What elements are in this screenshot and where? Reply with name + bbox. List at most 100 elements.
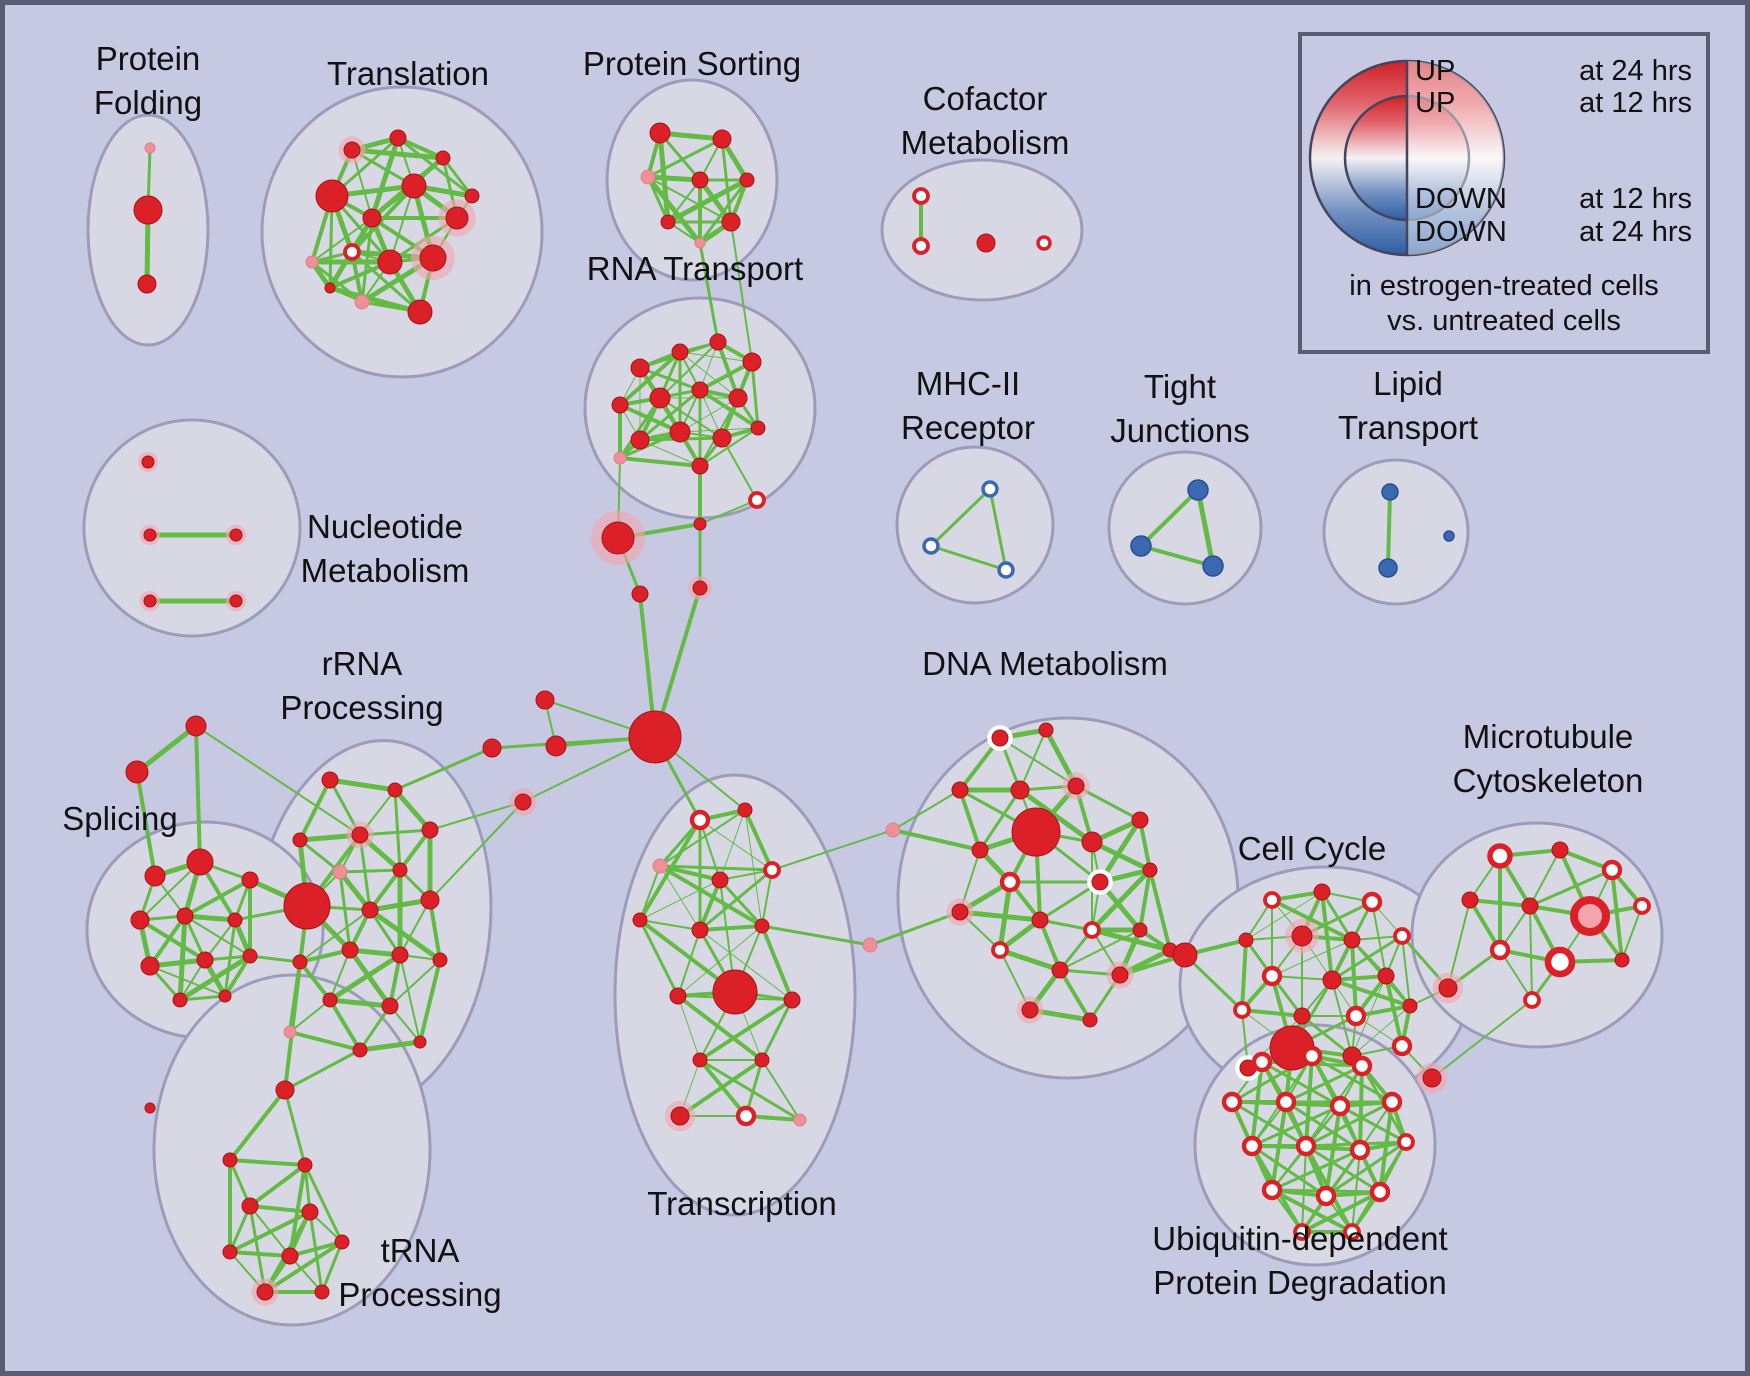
network-node-r (297, 1157, 313, 1173)
network-edge (418, 958, 442, 1044)
network-edge (638, 918, 680, 998)
network-edge (195, 725, 361, 836)
network-node-rw (763, 861, 781, 879)
network-node-r (1461, 891, 1479, 909)
network-edge (1358, 1064, 1364, 1152)
network-edge (184, 915, 251, 957)
network-node-r (712, 969, 758, 1015)
network-node-rh (1016, 996, 1044, 1024)
legend-caption-line2: vs. untreated cells (1387, 305, 1621, 337)
network-node-r (611, 396, 629, 414)
network-node-rh (946, 898, 974, 926)
network-edge (698, 924, 764, 932)
network-edge (929, 487, 992, 548)
cluster-label-rna_transport: RNA Transport (587, 250, 803, 287)
network-edge (1401, 935, 1411, 1007)
network-edge (699, 819, 721, 881)
network-node-r (241, 1197, 259, 1215)
network-node-rw (1633, 897, 1651, 915)
cluster-label-dna: DNA Metabolism (922, 645, 1168, 682)
network-node-r (133, 195, 163, 225)
network-node-r (292, 954, 308, 970)
network-edge (429, 801, 524, 901)
network-edge (999, 737, 1077, 787)
network-node-r (227, 912, 243, 928)
network-edge (299, 909, 371, 963)
network-node-r (144, 865, 166, 887)
network-node-rh (251, 1278, 279, 1306)
network-edge (659, 865, 701, 931)
network-edge (1270, 1148, 1362, 1192)
network-edge (698, 878, 722, 932)
network-edge (1271, 939, 1353, 977)
network-node-rw (1369, 1181, 1391, 1203)
network-edge (760, 924, 872, 947)
network-edge (1324, 1104, 1342, 1198)
network-edge (1058, 968, 1092, 1022)
network-edge (1089, 867, 1153, 933)
network-node-rw (1487, 843, 1513, 869)
network-edge (490, 735, 657, 750)
network-edge (645, 174, 703, 246)
network-node-rw (1393, 927, 1411, 945)
network-node-r (754, 1052, 770, 1068)
network-edge (929, 544, 1008, 572)
network-node-r (185, 715, 207, 737)
network-node-rw (999, 871, 1021, 893)
network-edge (1431, 999, 1533, 1079)
network-edge (997, 947, 1063, 973)
network-node-rw (1083, 921, 1101, 939)
network-node-r (737, 802, 753, 818)
network-edge (676, 994, 764, 1062)
network-node-r (315, 179, 349, 213)
network-edge (369, 135, 401, 221)
network-node-rw (748, 491, 766, 509)
network-edge (1240, 938, 1248, 1012)
network-node-r (691, 921, 709, 939)
network-node-rw (1544, 946, 1576, 978)
network-edge (771, 829, 894, 871)
network-node-r (750, 420, 766, 436)
network-node-r (125, 760, 149, 784)
network-node-r (413, 1035, 427, 1049)
network-node-r (631, 585, 649, 603)
network-node-r (401, 173, 427, 199)
cluster-blob-cofactor (880, 158, 1084, 302)
network-node-rh (664, 1100, 696, 1132)
network-edge (677, 929, 701, 997)
network-node-r (432, 952, 448, 968)
network-edge (183, 878, 252, 918)
network-node-rh (139, 590, 161, 612)
network-edge (134, 723, 199, 775)
network-edge (618, 430, 682, 460)
network-node-rw (1315, 1185, 1337, 1207)
network-edge (698, 998, 794, 1062)
network-node-r (186, 848, 214, 876)
network-node-b (1187, 479, 1209, 501)
network-edge (1330, 934, 1404, 982)
network-node-rw (1301, 1045, 1323, 1067)
network-edge (248, 1204, 267, 1294)
network-node-r (196, 951, 214, 969)
network-node-rh (1106, 961, 1134, 989)
network-edge (1320, 890, 1354, 942)
network-edge (228, 1088, 287, 1162)
network-node-p (332, 864, 348, 880)
network-node-r (387, 782, 403, 798)
network-node-r (283, 882, 331, 930)
network-edge (699, 341, 719, 391)
network-edge (298, 778, 332, 842)
network-node-wr (987, 725, 1013, 751)
network-node-rh (1285, 919, 1319, 953)
network-edge (1260, 1060, 1342, 1108)
network-edge (718, 878, 764, 928)
network-edge (367, 897, 433, 913)
network-node-rw (1261, 1179, 1283, 1201)
network-node-rw (1233, 1001, 1251, 1019)
network-edge (1250, 1104, 1342, 1148)
network-edge (1351, 975, 1387, 1057)
network-edge (1468, 898, 1532, 908)
